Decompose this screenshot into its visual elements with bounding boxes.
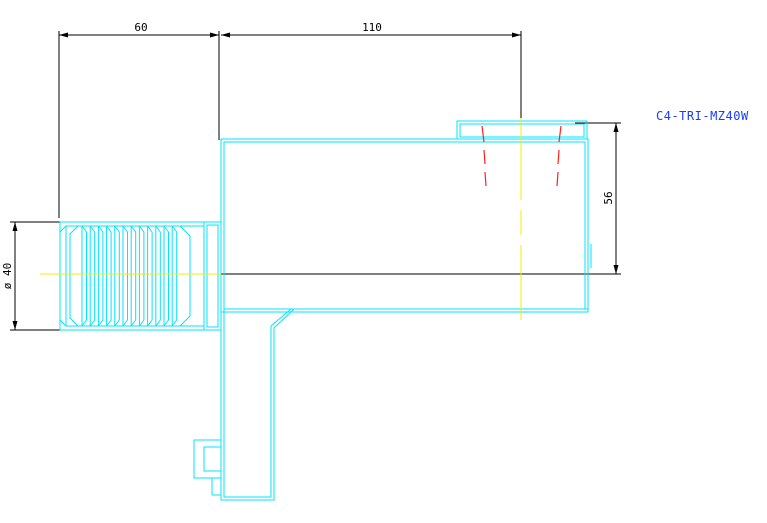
model-label: C4-TRI-MZ40W (656, 109, 749, 123)
serration-end (179, 225, 191, 327)
dim-56-arrow-top (613, 123, 619, 132)
dim-60-arrow-left (59, 32, 68, 38)
main-body-inner-outline (223, 141, 586, 310)
serration-start (69, 225, 79, 327)
coolant-connector-inner (203, 446, 222, 472)
dimension-60: 60 (58, 21, 220, 218)
thread-right-3 (556, 171, 559, 187)
thread-left-3 (484, 171, 487, 187)
dimension-56: 56 (221, 122, 621, 275)
thread-right-1 (558, 125, 562, 143)
dimension-110: 110 (221, 21, 522, 118)
dim-56-label: 56 (602, 191, 615, 204)
dim-60-label: 60 (134, 21, 147, 34)
dim-56-arrow-bottom (613, 265, 619, 274)
shank-flange-inner (206, 224, 219, 328)
dim-40-label: ø 40 (1, 263, 14, 290)
main-body-outline (220, 138, 589, 313)
center-lines (40, 118, 522, 320)
thread-left-2 (483, 149, 486, 165)
clamp-block-inner (459, 123, 585, 138)
clamp-block-outline (456, 120, 588, 140)
l-leg-outline (220, 308, 295, 501)
l-leg-inner (223, 308, 292, 498)
shank-chamfer (59, 225, 67, 327)
thread-left-1 (481, 125, 485, 143)
dim-60-arrow-right (210, 32, 219, 38)
dim-110-label: 110 (362, 21, 382, 34)
hidden-thread-lines (481, 125, 562, 187)
dim-40-arrow-bottom (12, 321, 18, 330)
shank-inner-outline (65, 225, 205, 327)
shank-serrations (81, 225, 178, 327)
dim-40-arrow-top (12, 222, 18, 231)
dim-110-arrow-left (221, 32, 230, 38)
tool-holder-body (59, 120, 592, 501)
dimension-diameter-40: ø 40 (1, 221, 66, 331)
thread-right-2 (557, 149, 560, 165)
dim-110-arrow-right (512, 32, 521, 38)
coolant-connector-outline (193, 439, 222, 479)
